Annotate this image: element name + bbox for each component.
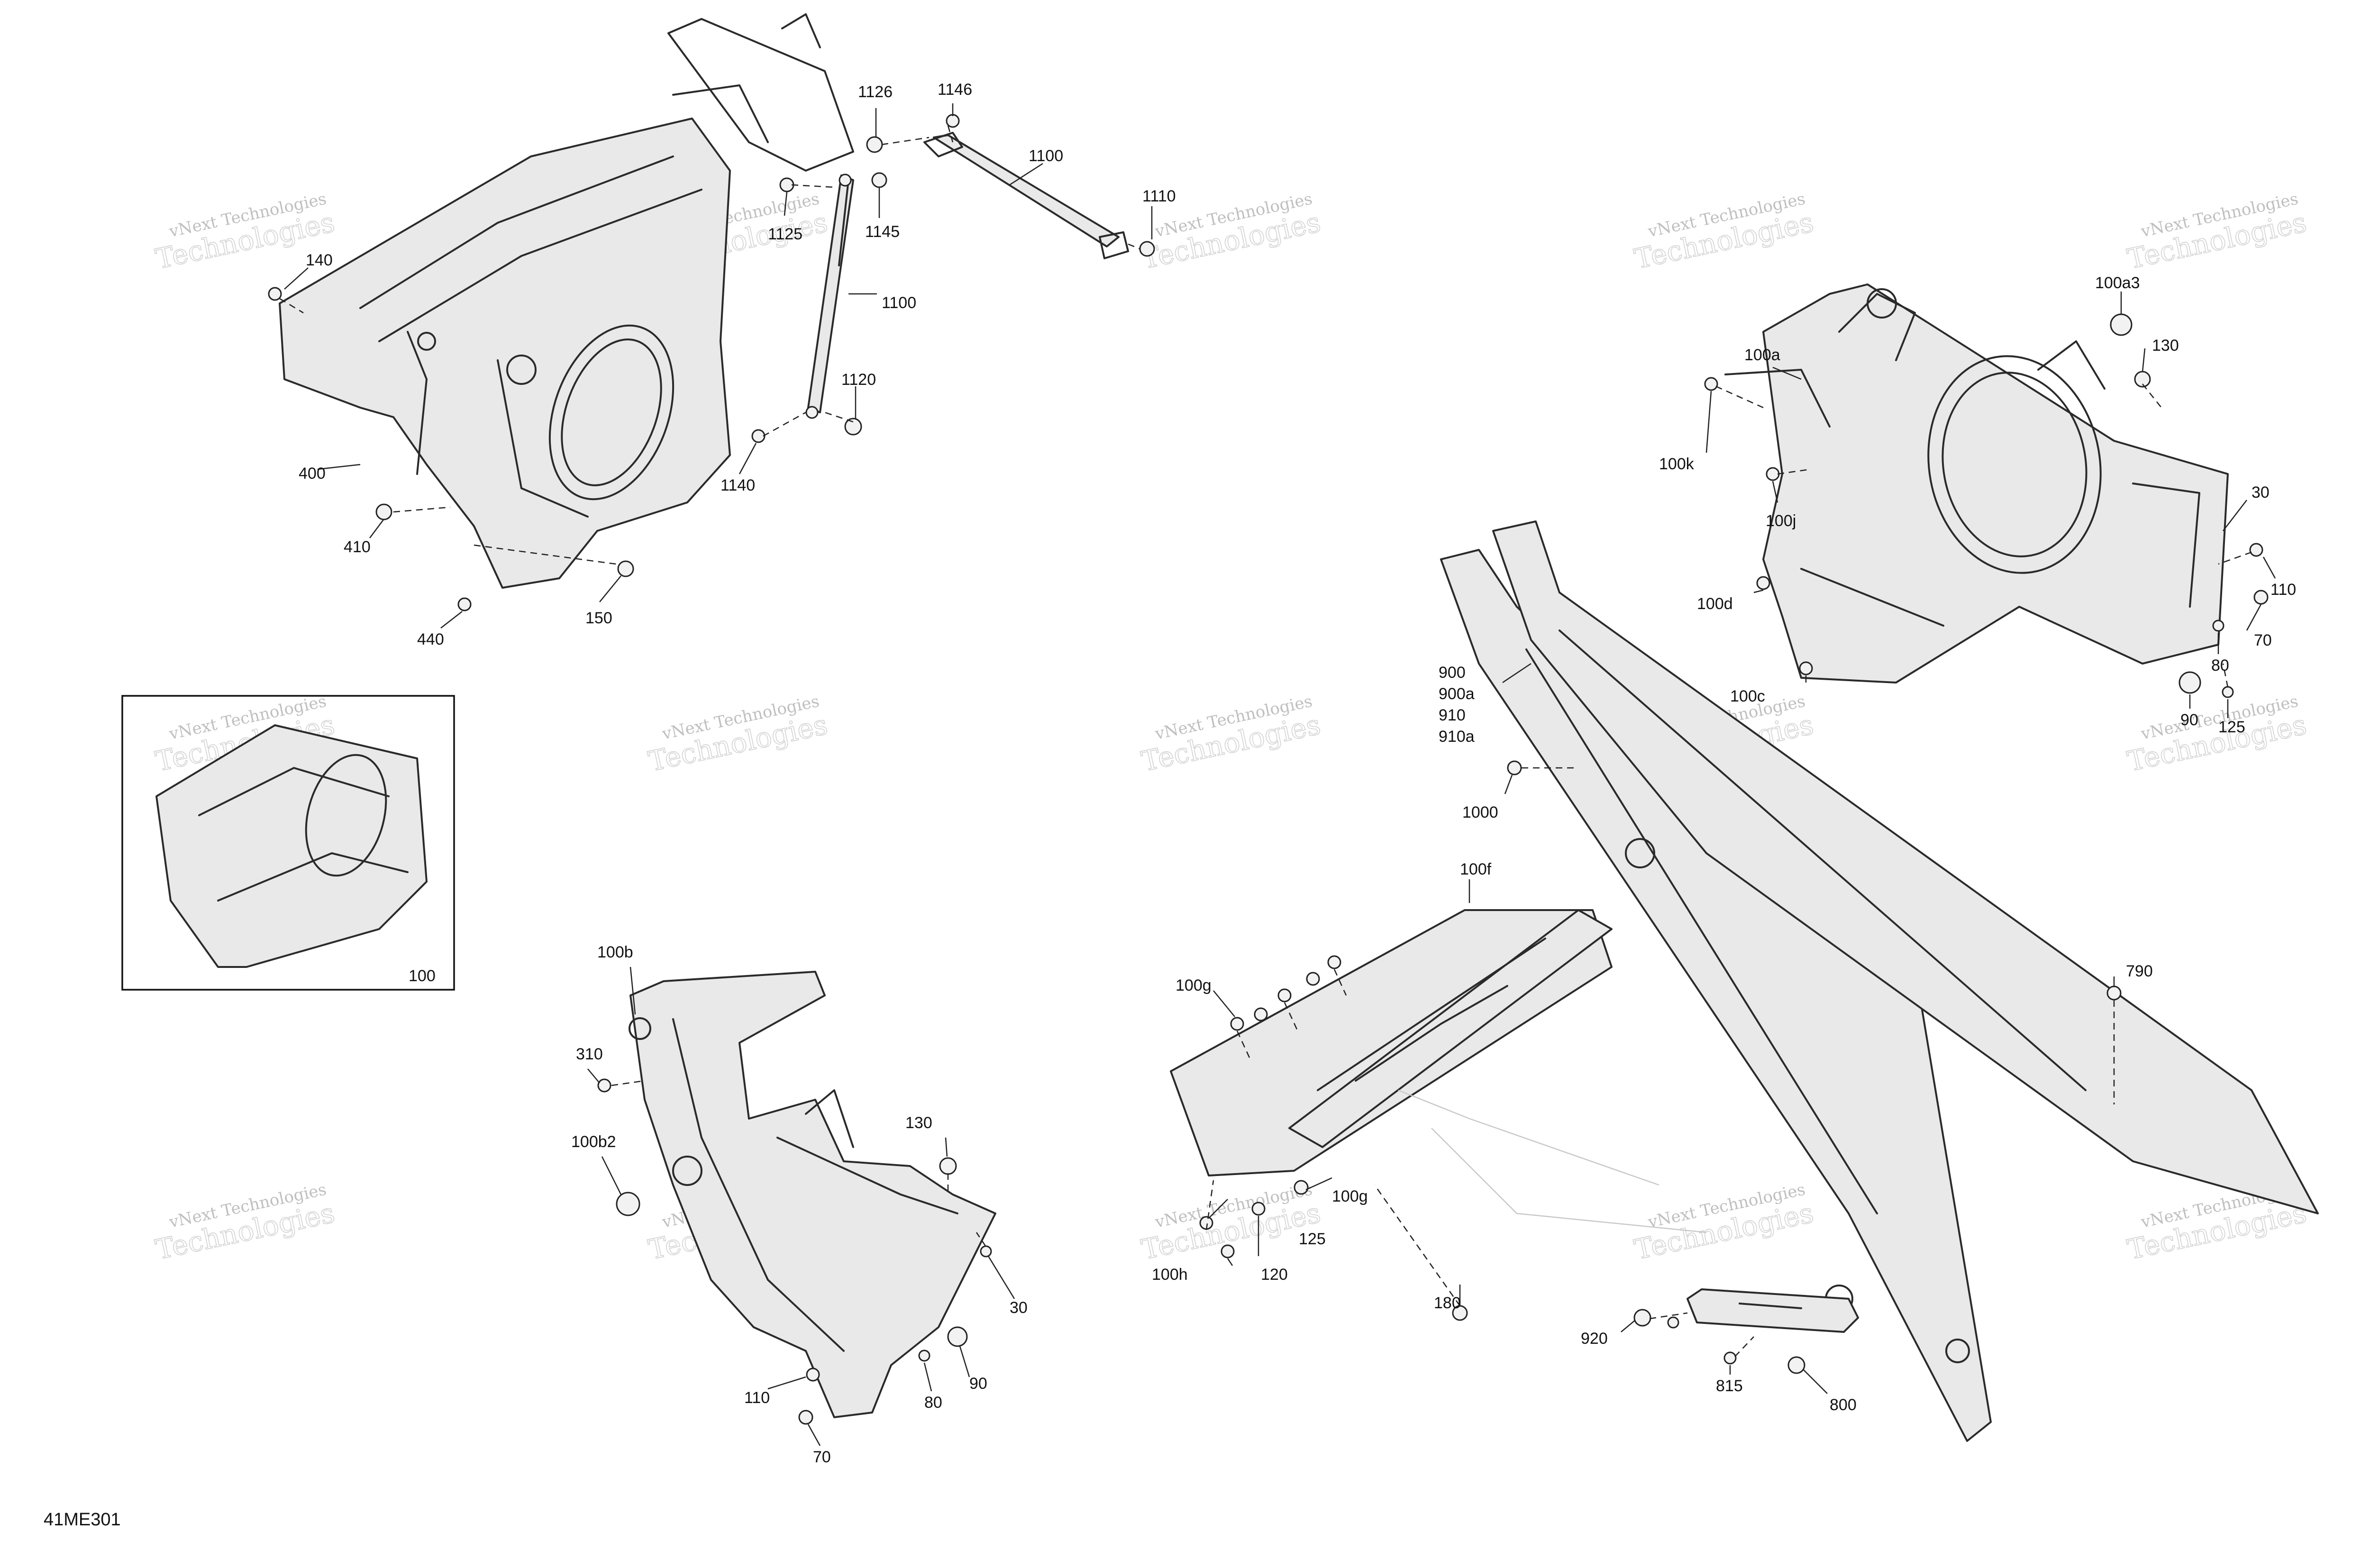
callout-125: 125 bbox=[2218, 718, 2245, 736]
floor-bracket-assembly bbox=[1170, 909, 1707, 1233]
watermark: vNext Technologies Technologies bbox=[2124, 189, 2309, 275]
callout-100f: 100f bbox=[1460, 860, 1492, 878]
callout-920: 920 bbox=[1581, 1330, 1608, 1348]
front-frame-assembly bbox=[279, 13, 854, 589]
fasteners-side-bracket bbox=[597, 1078, 992, 1425]
side-tube-assembly bbox=[1440, 520, 2319, 1442]
tie-rod bbox=[923, 132, 1129, 259]
callout-100a: 100a bbox=[1744, 346, 1780, 364]
fasteners-bracket bbox=[1199, 955, 1468, 1321]
watermark: vNext Technologies Technologies bbox=[645, 692, 830, 778]
callout-100: 100 bbox=[409, 967, 436, 985]
rear-frame-assembly bbox=[1724, 283, 2229, 684]
callout-100b: 100b bbox=[597, 943, 633, 961]
side-bracket-assembly bbox=[629, 971, 996, 1418]
callout-1126: 1126 bbox=[858, 83, 893, 101]
callout-1110: 1110 bbox=[1142, 187, 1176, 205]
callout-100h: 100h bbox=[1152, 1266, 1188, 1284]
callout-90: 90 bbox=[2180, 711, 2198, 729]
callout-1100: 1100 bbox=[1029, 147, 1063, 165]
callout-900a: 900a bbox=[1439, 685, 1475, 703]
callout-910a: 910a bbox=[1439, 728, 1475, 746]
callout-100c: 100c bbox=[1730, 687, 1765, 705]
callout-100a3: 100a3 bbox=[2095, 274, 2140, 292]
callout-100g: 100g bbox=[1176, 976, 1212, 994]
callout-70: 70 bbox=[2254, 631, 2272, 649]
fasteners-top-left bbox=[268, 114, 1155, 611]
callout-900: 900 bbox=[1439, 664, 1466, 682]
callout-labels: 1126 1146 1100 1110 1125 1145 1100 1120 … bbox=[299, 81, 2296, 1466]
callout-70-lower: 70 bbox=[813, 1448, 831, 1466]
watermark: vNext Technologies Technologies bbox=[1631, 1180, 1816, 1266]
callout-120: 120 bbox=[1261, 1266, 1288, 1284]
callout-100g-lower: 100g bbox=[1332, 1187, 1368, 1205]
figure-id: 41ME301 bbox=[44, 1510, 121, 1530]
callout-140: 140 bbox=[306, 251, 333, 269]
callout-100j: 100j bbox=[1766, 512, 1796, 530]
callout-1120: 1120 bbox=[841, 371, 876, 389]
callout-100b2: 100b2 bbox=[571, 1133, 616, 1151]
callout-100k: 100k bbox=[1659, 455, 1695, 473]
callout-110: 110 bbox=[2270, 581, 2296, 599]
callout-80-lower: 80 bbox=[924, 1394, 942, 1412]
callout-leaders bbox=[284, 103, 2276, 1446]
callout-1146: 1146 bbox=[938, 81, 972, 99]
callout-130-lower: 130 bbox=[905, 1114, 932, 1132]
callout-410: 410 bbox=[344, 538, 371, 556]
watermark: vNext Technologies Technologies bbox=[152, 1180, 337, 1266]
callout-400: 400 bbox=[299, 465, 326, 483]
watermark: vNext Technologies Technologies bbox=[1631, 189, 1816, 275]
fasteners-top-right bbox=[1704, 313, 2269, 698]
callout-790: 790 bbox=[2126, 962, 2153, 980]
callout-310: 310 bbox=[576, 1045, 603, 1063]
callout-1140: 1140 bbox=[720, 476, 755, 494]
callout-1100-strut: 1100 bbox=[882, 294, 916, 312]
callout-180: 180 bbox=[1434, 1294, 1461, 1312]
callout-440: 440 bbox=[417, 630, 444, 648]
callout-30: 30 bbox=[2252, 483, 2270, 501]
callout-1125: 1125 bbox=[768, 225, 802, 243]
callout-1145: 1145 bbox=[865, 223, 900, 241]
callout-910: 910 bbox=[1439, 706, 1466, 724]
callout-80: 80 bbox=[2211, 656, 2229, 675]
frame-overview-inset bbox=[121, 695, 455, 991]
fasteners-tube bbox=[1507, 760, 2122, 1104]
callout-100d: 100d bbox=[1697, 595, 1733, 613]
callout-800: 800 bbox=[1830, 1396, 1857, 1414]
fasteners-plate bbox=[1633, 1309, 1805, 1374]
watermark: vNext Technologies Technologies bbox=[1138, 692, 1323, 778]
callout-90-lower: 90 bbox=[969, 1375, 987, 1393]
callout-125-lower: 125 bbox=[1299, 1230, 1326, 1248]
callout-110-lower: 110 bbox=[744, 1389, 770, 1407]
gas-strut-vertical bbox=[805, 173, 854, 419]
callout-30-lower: 30 bbox=[1010, 1299, 1028, 1317]
callout-1000: 1000 bbox=[1462, 803, 1498, 821]
callout-815: 815 bbox=[1716, 1377, 1743, 1395]
callout-130: 130 bbox=[2152, 337, 2179, 355]
link-plate bbox=[1686, 1288, 1859, 1333]
watermark: vNext Technologies Technologies bbox=[2124, 692, 2309, 778]
callout-150: 150 bbox=[585, 609, 612, 627]
